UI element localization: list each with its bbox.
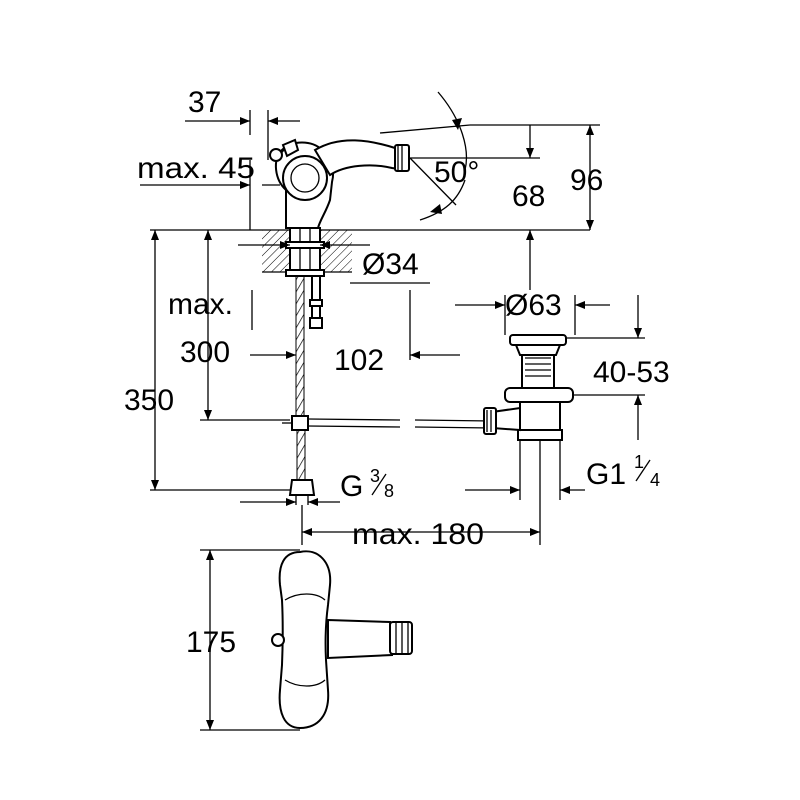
connection-nut: [288, 479, 316, 496]
flexible-hose-lower: [296, 429, 306, 481]
dim-rod-max: max. 180: [352, 518, 484, 551]
mixer-top-view: [271, 550, 413, 730]
dim-connection-thread-den: 8: [384, 481, 394, 501]
dimension-lines: [140, 91, 645, 731]
dim-waste-range: 40-53: [593, 356, 670, 389]
dim-hose-max: 300: [180, 336, 230, 369]
lever-knob: [269, 148, 283, 162]
spout: [313, 139, 406, 177]
waste-fitting: [483, 334, 574, 441]
flexible-hose: [295, 275, 305, 417]
top-view-spout: [327, 618, 394, 660]
dim-waste-thread-base: G1: [586, 458, 626, 491]
dim-connection-thread-num: 3: [370, 466, 380, 486]
dim-spout-angle: 50°: [434, 156, 479, 189]
top-view-body: [278, 550, 332, 730]
dim-hose-max-label: max.: [168, 288, 233, 321]
dim-spout-offset: 37: [188, 86, 221, 119]
dim-lever-max: max. 45: [137, 152, 255, 185]
dim-overall-height: 350: [124, 384, 174, 417]
dim-total-height: 96: [570, 164, 603, 197]
dim-base-diameter: Ø34: [362, 248, 419, 281]
linkage-clamp: [291, 415, 309, 431]
shank: [289, 227, 321, 277]
mixer-side-view: [262, 138, 493, 505]
dim-drain-offset: 102: [334, 344, 384, 377]
dim-connection-thread-base: G: [340, 470, 363, 503]
dim-connection-thread: G 3 8: [340, 466, 394, 503]
top-view-lever: [271, 633, 285, 647]
dim-waste-thread: G1 1 4: [586, 452, 660, 491]
dim-spout-height: 68: [512, 180, 545, 213]
dim-waste-thread-num: 1: [634, 452, 644, 472]
dim-waste-thread-den: 4: [650, 470, 660, 490]
dim-top-view-length: 175: [186, 626, 236, 659]
dim-waste-diameter: Ø63: [505, 289, 562, 322]
